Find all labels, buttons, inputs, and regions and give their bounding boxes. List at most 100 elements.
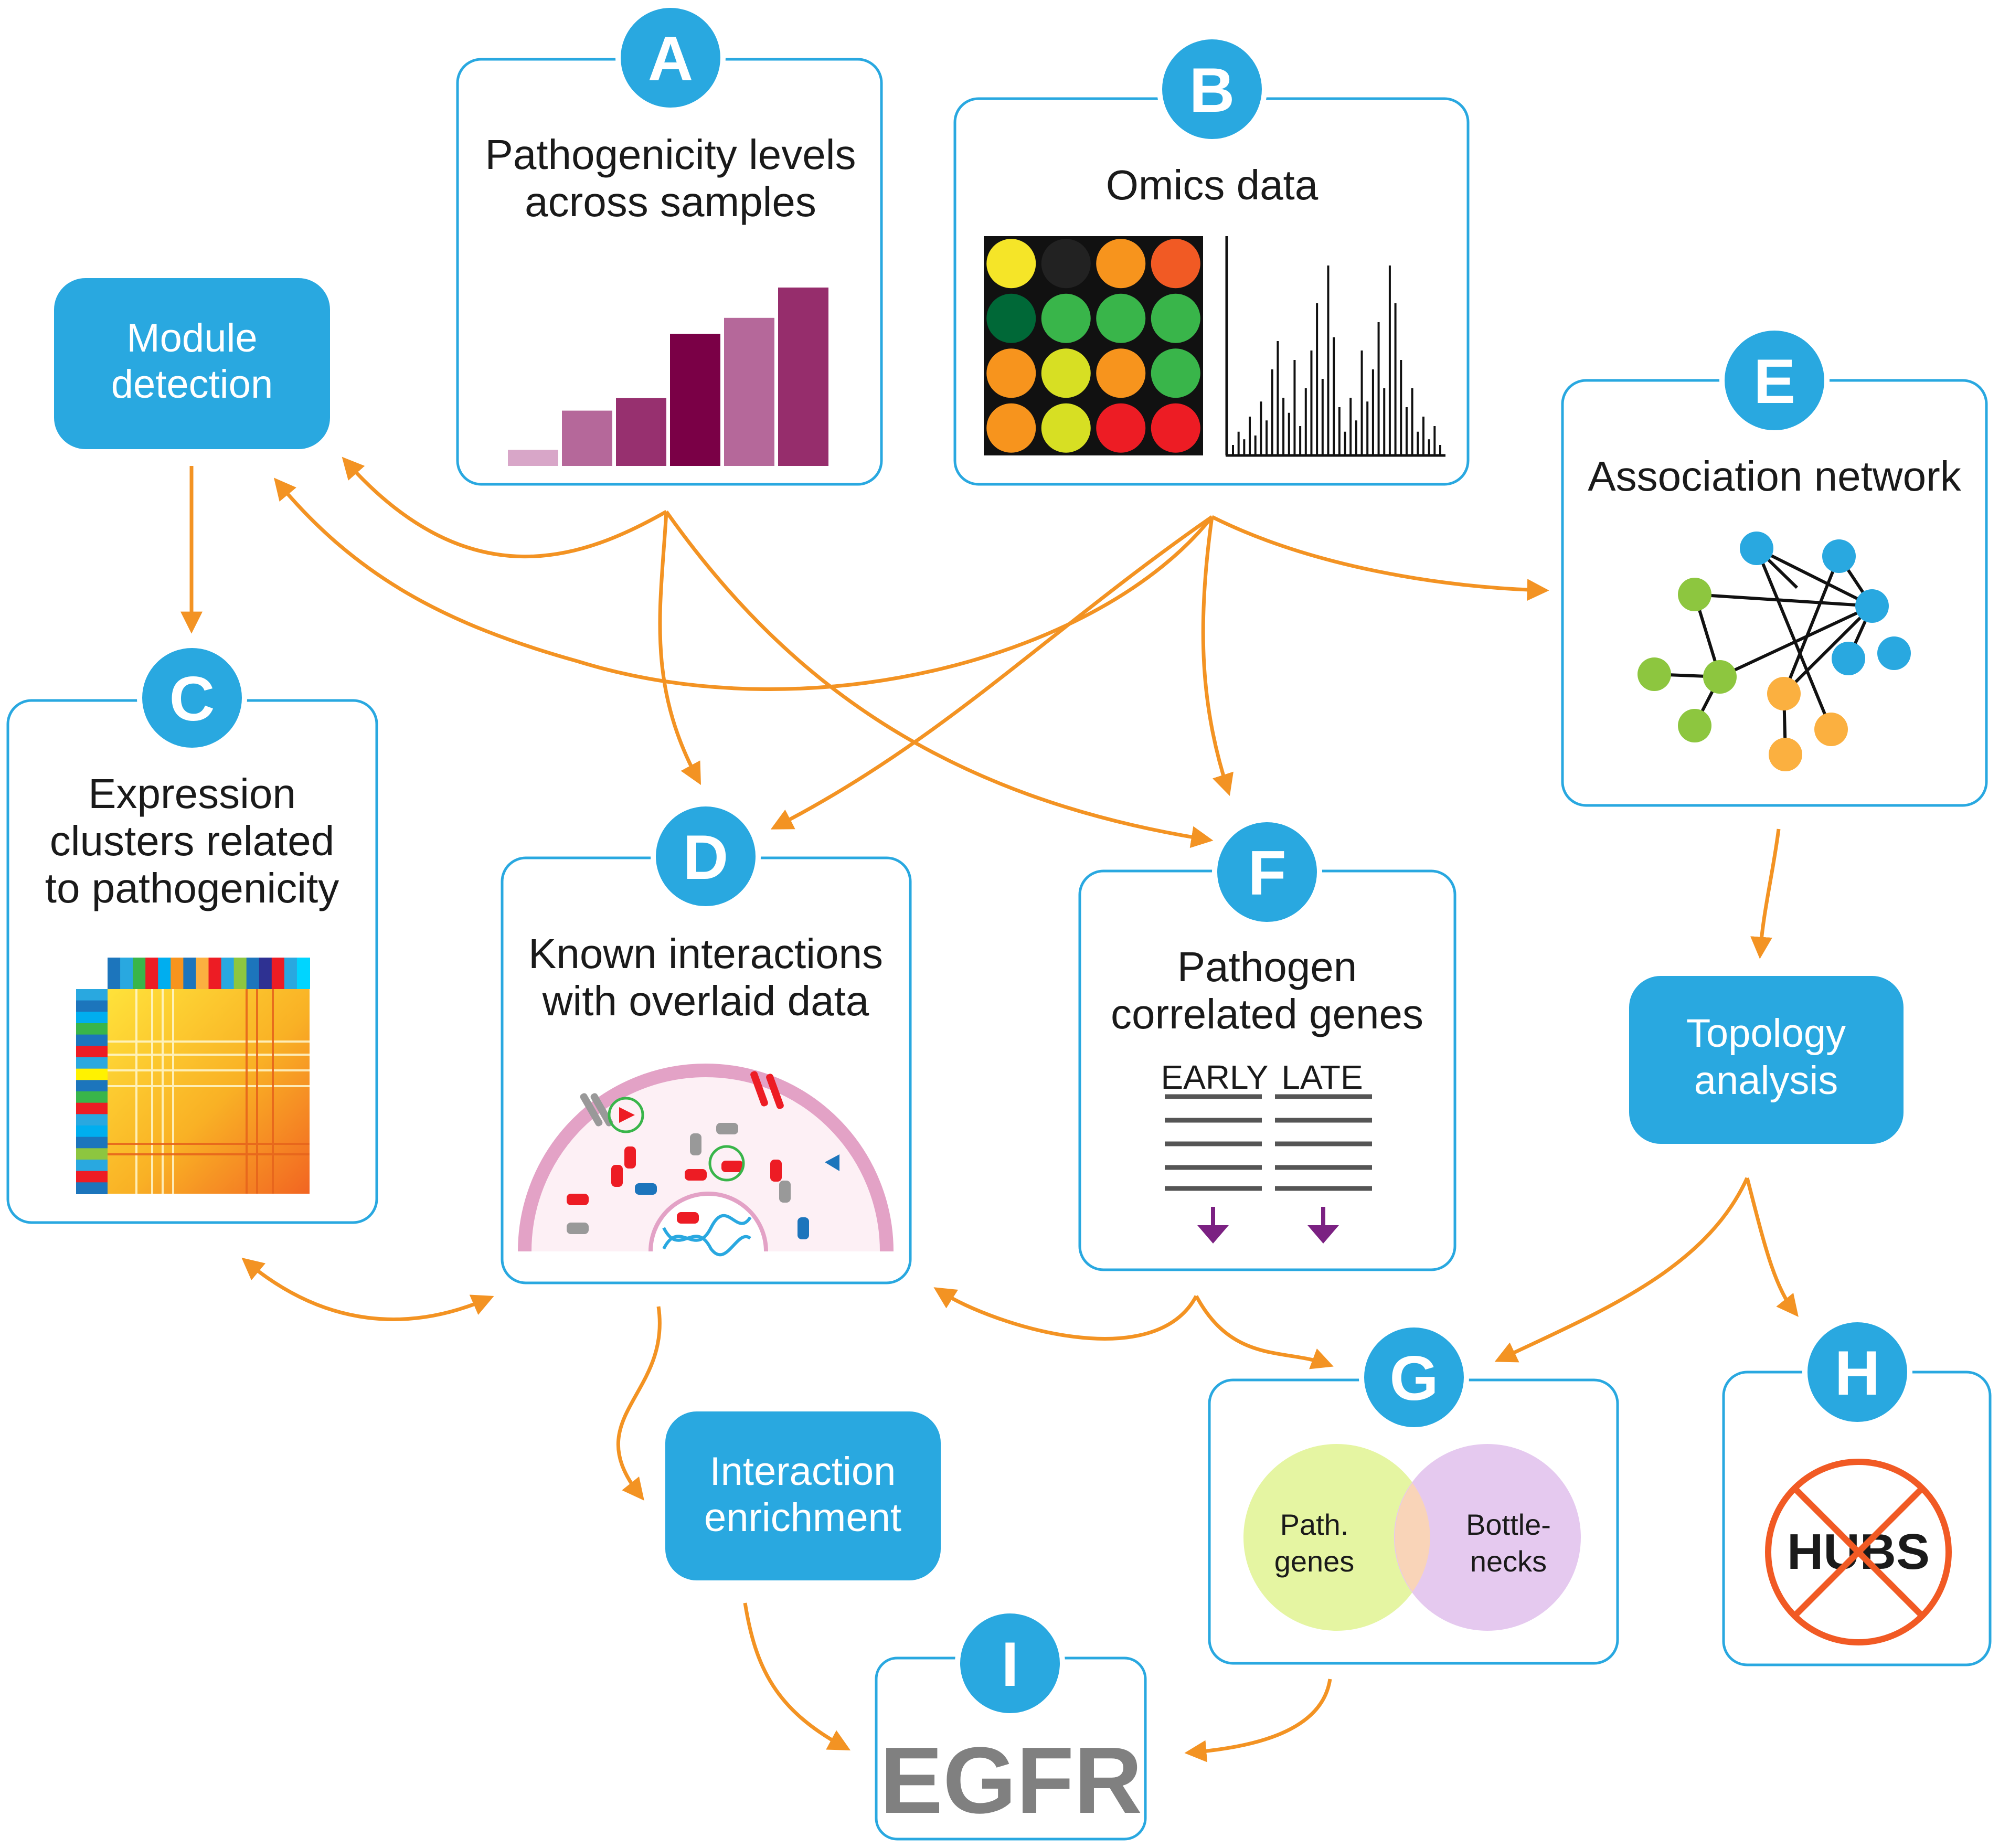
arrow-topology-to-h: [1745, 1177, 1799, 1317]
badge-i: [955, 1608, 1065, 1718]
badge-f: [1212, 817, 1322, 927]
pathogenicity-bar: [670, 334, 720, 466]
topology-analysis-line1: Topology: [1686, 1011, 1846, 1056]
venn-left-line1: Path.: [1280, 1508, 1349, 1541]
panel-b: Omics data B: [953, 34, 1470, 486]
panel-i: EGFR I: [875, 1608, 1147, 1841]
late-label: LATE: [1281, 1058, 1363, 1096]
panel-e: Association network: [1561, 325, 1988, 807]
badge-d-label: D: [683, 822, 729, 893]
pathogenicity-bar: [724, 317, 774, 466]
flow-arrows: [180, 456, 1799, 1762]
badge-b-label: B: [1189, 55, 1235, 125]
omics-grid-dot: [1041, 239, 1091, 289]
arrow-c-d-bidirectional: [241, 1257, 494, 1321]
omics-grid-dot: [1096, 403, 1146, 453]
arrow-d-to-interaction: [616, 1306, 662, 1501]
arrow-topology-to-g: [1494, 1177, 1749, 1363]
badge-a: [615, 3, 726, 113]
panel-h: HUBS H: [1722, 1317, 1992, 1666]
panel-b-title: Omics data: [1106, 162, 1319, 208]
interaction-enrichment-step: Interaction enrichment: [665, 1411, 941, 1580]
interaction-enrichment-line2: enrichment: [704, 1495, 901, 1540]
panel-d-title-line2: with overlaid data: [542, 978, 869, 1024]
arrow-a-to-d: [658, 511, 701, 785]
badge-g-label: G: [1389, 1343, 1438, 1414]
badge-h: [1802, 1317, 1912, 1427]
arrow-f-d-bidirectional: [933, 1287, 1198, 1341]
pathogenicity-bar: [616, 398, 666, 466]
badge-h-label: H: [1835, 1338, 1880, 1408]
module-detection-line1: Module: [126, 316, 257, 360]
module-detection-step: Module detection: [54, 278, 330, 449]
badge-c-label: C: [169, 664, 215, 734]
omics-grid-dot: [1041, 348, 1091, 398]
badge-c: [137, 643, 247, 753]
venn-right-line1: Bottle-: [1466, 1508, 1551, 1541]
badge-f-label: F: [1248, 838, 1286, 908]
pathogenicity-bar-chart: [508, 288, 828, 466]
down-arrow-icons: [1197, 1207, 1339, 1244]
panel-a: Pathogenicity levels across samples A: [456, 3, 883, 486]
venn-diagram: [1243, 1444, 1581, 1631]
omics-grid-dot: [1096, 239, 1146, 289]
badge-e: [1719, 325, 1830, 436]
omics-grid-dot: [1041, 293, 1091, 343]
badge-e-label: E: [1753, 346, 1795, 417]
panel-d: Known interactions with overlaid data: [501, 801, 912, 1284]
panel-a-title-line2: across samples: [525, 178, 816, 225]
egfr-label: EGFR: [880, 1728, 1142, 1833]
arrow-f-to-g: [1194, 1295, 1334, 1369]
arrow-b-to-e: [1211, 515, 1549, 601]
module-detection-line2: detection: [111, 362, 273, 407]
panel-e-title: Association network: [1588, 453, 1961, 500]
panel-f-title-line2: correlated genes: [1111, 991, 1423, 1037]
panel-d-title-line1: Known interactions: [528, 930, 883, 977]
gene-list-lines: [1165, 1094, 1372, 1191]
no-sign-circle: [1765, 1459, 1952, 1645]
cell-illustration: [518, 1064, 894, 1257]
early-label: EARLY: [1161, 1058, 1268, 1096]
panel-c-title-line1: Expression: [88, 770, 296, 817]
venn-left-line2: genes: [1274, 1545, 1355, 1578]
omics-grid-dot: [986, 293, 1036, 343]
pathogenicity-bar: [508, 450, 558, 466]
omics-heatmap: [986, 239, 1200, 453]
badge-a-label: A: [648, 24, 694, 94]
omics-grid-dot: [986, 348, 1036, 398]
network-nodes: [1638, 532, 1911, 771]
omics-grid-dot: [1041, 403, 1091, 453]
expression-cluster-heatmap: [76, 958, 310, 1194]
omics-grid-dot: [1151, 348, 1200, 398]
topology-analysis-step: Topology analysis: [1629, 976, 1904, 1144]
mass-spectrum: [1225, 236, 1445, 457]
pathogenicity-bar: [778, 288, 828, 466]
omics-grid-dot: [1096, 348, 1146, 398]
omics-grid-dot: [1151, 239, 1200, 289]
omics-grid-dot: [986, 239, 1036, 289]
panel-a-title-line1: Pathogenicity levels: [485, 131, 856, 178]
venn-right-line2: necks: [1470, 1545, 1547, 1578]
panel-f: Pathogen correlated genes EARLY LATE F: [1078, 817, 1456, 1271]
panel-c-title-line2: clusters related: [50, 817, 334, 864]
badge-g: [1359, 1322, 1469, 1432]
arrow-a-to-module: [342, 456, 667, 559]
badge-i-label: I: [1001, 1629, 1018, 1700]
badge-b: [1157, 34, 1267, 144]
omics-grid-dot: [986, 403, 1036, 453]
panel-g: Path. genes Bottle- necks G: [1208, 1322, 1619, 1665]
interaction-enrichment-line1: Interaction: [710, 1449, 896, 1494]
arrow-a-to-f: [665, 510, 1214, 848]
arrow-b-to-d: [770, 515, 1213, 830]
arrow-e-to-topology: [1750, 829, 1781, 959]
omics-grid-dot: [1151, 293, 1200, 343]
arrow-b-to-f: [1201, 516, 1234, 796]
arrow-g-to-i: [1184, 1679, 1332, 1762]
panel-c: Expression clusters related to pathogeni…: [6, 643, 378, 1224]
omics-grid-dot: [1151, 403, 1200, 453]
pathogenicity-bar: [562, 410, 612, 466]
panel-f-title-line1: Pathogen: [1177, 943, 1357, 990]
omics-grid-dot: [1096, 293, 1146, 343]
topology-analysis-line2: analysis: [1694, 1058, 1838, 1103]
